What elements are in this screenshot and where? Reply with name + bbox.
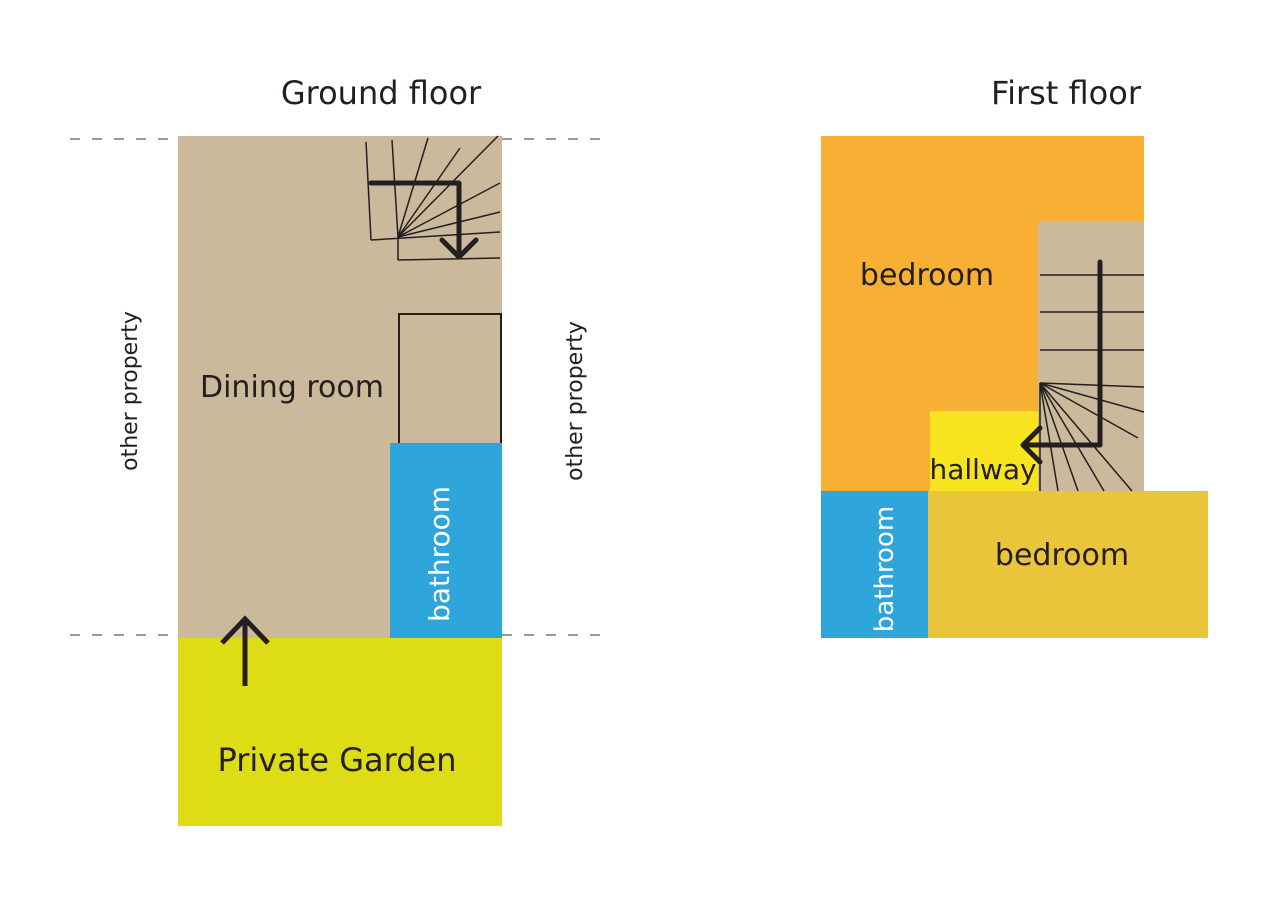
- entrance-arrow: [220, 615, 270, 686]
- ground-bathroom: [390, 443, 502, 638]
- ground-bathroom-label: bathroom: [423, 486, 456, 622]
- ground-floor-plan: Ground floor Dining room Private Garden …: [70, 74, 612, 826]
- bedroom-top-label: bedroom: [860, 258, 994, 293]
- ground-stair-direction-arrow: [368, 180, 479, 260]
- bedroom-bottom: [928, 491, 1208, 638]
- first-floor-plan: First floor bedroom hallway bedroom bath…: [821, 74, 1208, 638]
- other-property-right-label: other property: [563, 321, 588, 481]
- private-garden: [178, 638, 502, 826]
- first-stair-direction-arrow: [1020, 259, 1103, 465]
- private-garden-label: Private Garden: [217, 741, 456, 779]
- dining-room-label: Dining room: [200, 370, 384, 405]
- first-bathroom: [821, 491, 929, 638]
- ground-staircase: [365, 135, 501, 261]
- other-property-left-label: other property: [118, 311, 143, 471]
- first-floor-stair-area: [1038, 222, 1144, 492]
- ground-floor-title: Ground floor: [281, 74, 482, 112]
- first-floor-title: First floor: [991, 74, 1142, 112]
- first-staircase: [1039, 274, 1145, 492]
- bedroom-bottom-label: bedroom: [995, 538, 1129, 573]
- hallway-label: hallway: [929, 453, 1036, 486]
- first-bathroom-label: bathroom: [870, 506, 900, 632]
- hallway: [930, 411, 1038, 492]
